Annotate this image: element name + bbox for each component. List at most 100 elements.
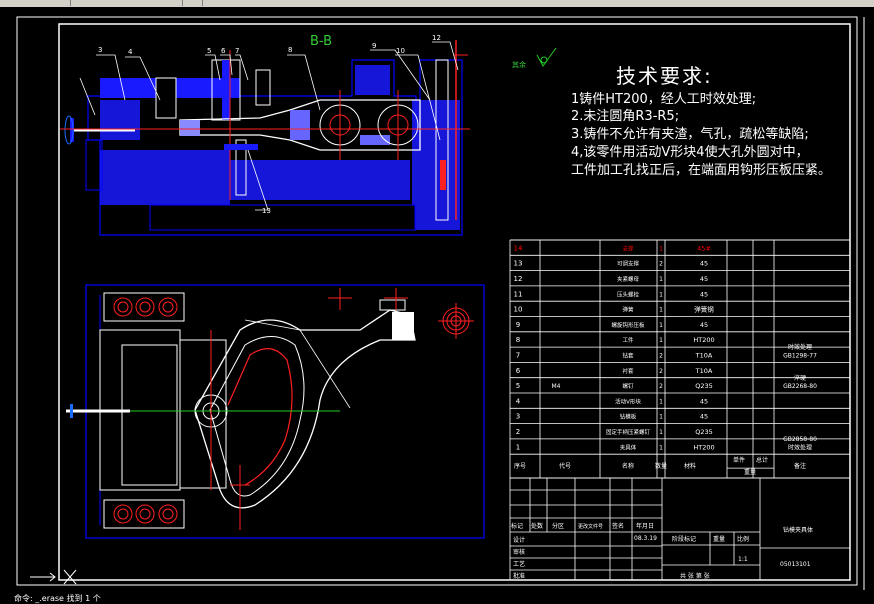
bom-row-qty: 2: [659, 383, 663, 390]
bom-row-qty: 2: [659, 368, 663, 375]
bom-row-no: 13: [514, 260, 523, 268]
tech-line-2: 2.未注圆角R3-R5;: [571, 109, 680, 124]
tech-line-4: 4,该零件用活动V形块4使大孔外圆对中，: [571, 145, 809, 160]
tb-label-count: 处数: [531, 522, 543, 530]
part-label: 3: [98, 46, 102, 54]
toolbar-segment[interactable]: [72, 0, 183, 6]
part-label: 7: [235, 47, 239, 55]
bom-row-material: HT200: [693, 443, 714, 451]
tb-weight: 重量: [713, 535, 725, 543]
bom-row-qty: 1: [659, 429, 663, 436]
toolbar-segment[interactable]: [204, 0, 874, 6]
bom-row-material: T10A: [695, 352, 713, 360]
tb-label-mark: 标记: [511, 522, 523, 530]
bom-row-name: 夹具体: [620, 443, 637, 451]
bom-row-no: 12: [514, 275, 523, 283]
bom-row-qty: 1: [659, 444, 663, 451]
part-number-labels: 3 4 5 6 7 8 9 10 12 13: [98, 34, 441, 215]
tb-review: 审核: [513, 548, 525, 556]
bom-row-material: 弹簧钢: [694, 305, 714, 314]
bom-row-material: 45: [700, 260, 708, 268]
bom-row-name: 可调支撑: [617, 260, 640, 268]
plan-view: [66, 284, 485, 539]
bom-row-material: 45: [700, 321, 708, 329]
bom-row-material: 45: [700, 290, 708, 298]
bom-row-no: 5: [516, 382, 520, 390]
drawing-canvas[interactable]: 3 4 5 6 7 8 9 10 12 13: [0, 7, 874, 601]
bom-header-no: 序号: [514, 462, 526, 470]
bom-row-qty: 1: [659, 398, 663, 405]
bom-row-no: 9: [516, 321, 520, 329]
tech-line-1: 1铸件HT200，经人工时效处理;: [571, 92, 757, 107]
bom-row-qty: 2: [659, 353, 663, 360]
tb-stage: 阶段标记: [672, 535, 696, 543]
title-block-text: 标记 处数 分区 更改文件号 签名 年月日 设计 审核 工艺 批准 08.3.1…: [511, 522, 813, 580]
bom-row-no: 7: [516, 352, 520, 360]
bom-row-material: Q235: [695, 428, 713, 436]
bom-header-code: 代号: [559, 462, 571, 470]
bom-row-name: 支撑: [622, 244, 634, 252]
bom-row-no: 8: [516, 336, 520, 344]
tb-drawing-name: 钻模夹具体: [783, 526, 813, 534]
bom-row-material: 45: [700, 275, 708, 283]
bom-row-note: 时效处理: [788, 443, 812, 451]
tb-drawing-no: 05013101: [780, 561, 811, 568]
bom-row-no: 3: [516, 413, 520, 421]
part-label: 5: [207, 47, 211, 55]
bom-row-qty: 1: [659, 414, 663, 421]
title-block: [509, 477, 851, 581]
tb-label-date: 年月日: [636, 522, 654, 530]
outer-frame: [16, 16, 858, 586]
bom-row-no: 1: [516, 443, 520, 451]
tb-date: 08.3.19: [634, 535, 657, 542]
tech-line-5: 工件加工孔找正后，在端面用钩形压板压紧。: [571, 163, 832, 178]
bom-row-name: 固定手柄压紧螺钉: [606, 428, 651, 436]
bom-header-weight: 重量: [744, 468, 756, 476]
bom-row-name: 弹簧: [622, 306, 634, 314]
bom-row-material: 45: [700, 397, 708, 405]
tb-sheets: 共 张 第 张: [680, 572, 710, 580]
bom-row-material: Q235: [695, 382, 713, 390]
bom-row-name: 活动V形块: [615, 397, 641, 405]
part-label: 10: [396, 47, 405, 55]
bom-row-qty: 1: [659, 245, 663, 252]
bom-row-qty: 1: [659, 291, 663, 298]
tb-scale: 1:1: [738, 556, 748, 563]
section-view-bb: [60, 40, 470, 236]
bom-row-name: 钻套: [622, 352, 634, 360]
bom-row-note: 淬硬: [794, 374, 806, 382]
bom-row-name: 工件: [622, 336, 634, 344]
bom-row-note: GB1298-77: [783, 353, 817, 360]
tb-approve: 批准: [513, 572, 525, 580]
bom-row-qty: 1: [659, 337, 663, 344]
bom-row-material: 45#: [697, 244, 711, 252]
part-label: 12: [432, 34, 441, 42]
bom-row-name: 钻模板: [620, 413, 637, 421]
ucs-icon: [30, 569, 77, 585]
bom-row-name: 夹紧螺母: [617, 275, 640, 283]
toolbar-segment[interactable]: [184, 0, 203, 6]
command-line[interactable]: 命令: _.erase 找到 1 个: [14, 594, 101, 603]
bom-row-name: 衬套: [622, 367, 634, 375]
bom-row-no: 2: [516, 428, 520, 436]
bom-row-note: GB2858-80: [783, 436, 817, 443]
roughness-label: 其余: [512, 61, 526, 69]
part-label: 8: [288, 46, 292, 54]
part-label: 13: [262, 207, 271, 215]
tb-label-zone: 分区: [552, 522, 564, 530]
tb-label-change: 更改文件号: [578, 523, 603, 530]
bom-row-material: 45: [700, 413, 708, 421]
tech-requirements-title: 技术要求:: [616, 64, 713, 88]
bom-header-material: 材料: [684, 462, 696, 470]
part-label: 6: [221, 47, 226, 55]
bom-row-no: 10: [514, 306, 523, 314]
tb-ratio: 比例: [737, 535, 749, 543]
bom-header-qty: 数量: [655, 462, 667, 470]
toolbar-segment[interactable]: [0, 0, 71, 6]
bom-row-qty: 1: [659, 322, 663, 329]
bom-row-qty: 2: [659, 261, 663, 268]
bom-row-name: 压头螺栓: [617, 290, 640, 298]
bom-row-no: 6: [516, 367, 521, 375]
roughness-symbol: [536, 47, 557, 67]
bom-row-material: HT200: [693, 336, 714, 344]
